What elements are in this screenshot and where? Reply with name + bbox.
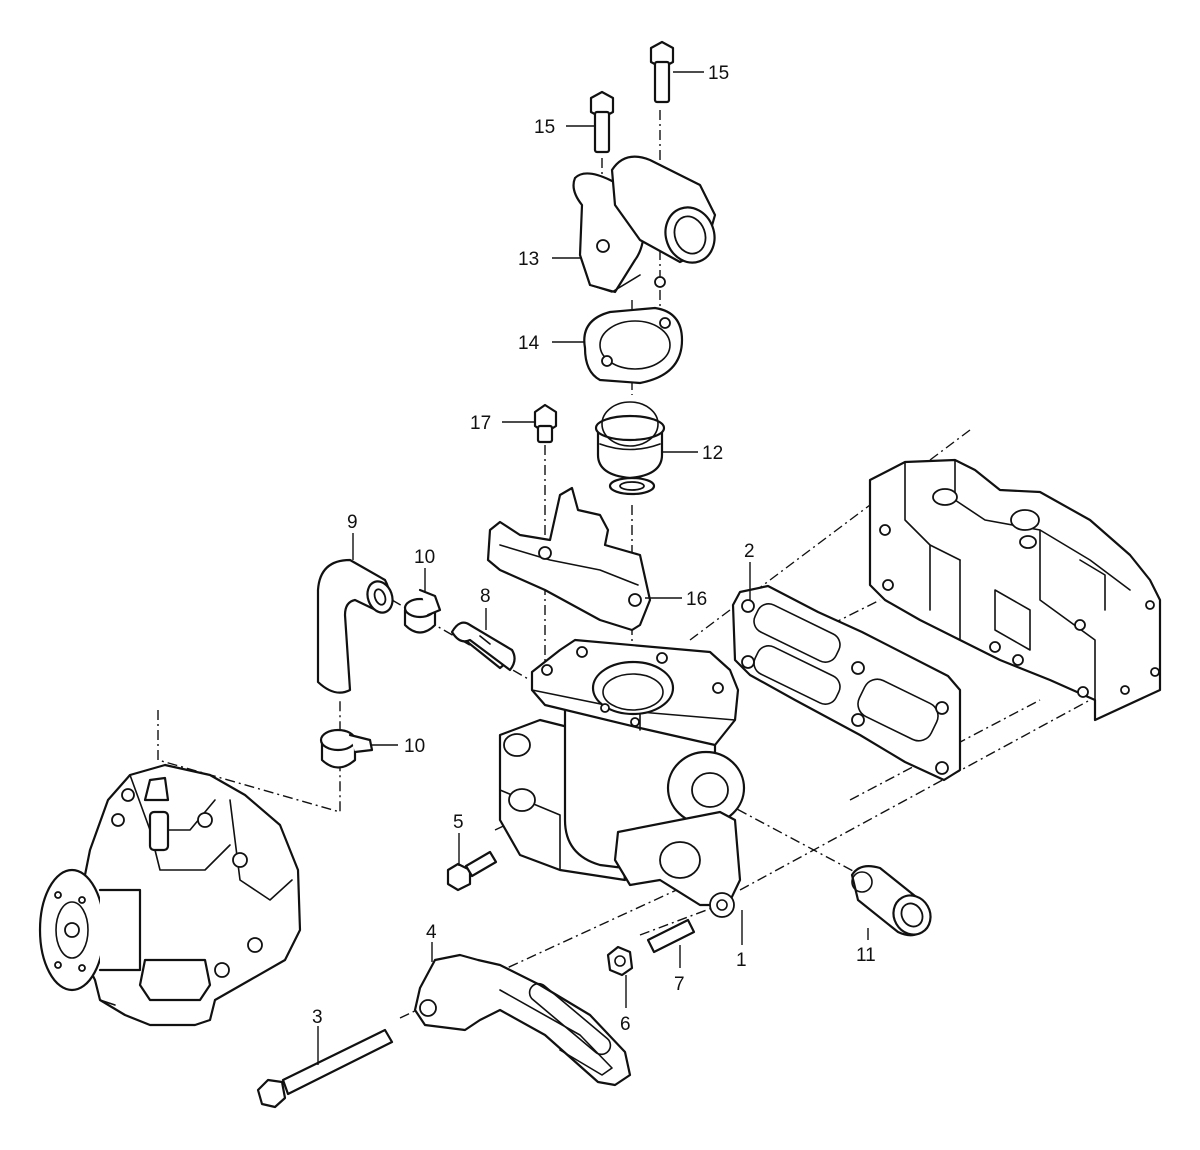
- callout-5: 5: [453, 812, 464, 833]
- pipe-11: [850, 865, 932, 937]
- thermostat-12: [594, 401, 666, 496]
- bolt-15-lower: [589, 90, 615, 154]
- bolt-17: [533, 403, 558, 444]
- nut-6: [606, 945, 634, 977]
- leader-lines: [317, 71, 869, 1065]
- bolt-3: [256, 1028, 394, 1109]
- callout-3: 3: [312, 1007, 323, 1028]
- adjusting-bracket-4: [413, 953, 632, 1087]
- callout-7: 7: [674, 974, 685, 995]
- stud-7: [646, 918, 696, 954]
- clamp-10-upper: [403, 588, 442, 634]
- bracket-16: [486, 486, 652, 632]
- callout-17: 17: [470, 413, 491, 434]
- callout-4: 4: [426, 922, 437, 943]
- callout-2: 2: [744, 541, 755, 562]
- thermostat-housing-body-1: [498, 638, 746, 918]
- hose-9: [316, 558, 394, 694]
- water-outlet-13: [572, 155, 717, 294]
- water-pump: [38, 763, 302, 1027]
- callout-6: 6: [620, 1014, 631, 1035]
- callout-10-upper: 10: [414, 547, 435, 568]
- bolt-5: [446, 850, 498, 892]
- callout-9: 9: [347, 512, 358, 533]
- gasket-2: [731, 584, 962, 782]
- callout-16: 16: [686, 589, 707, 610]
- callout-11: 11: [856, 945, 876, 966]
- callout-10-lower: 10: [404, 736, 425, 757]
- callout-1: 1: [736, 950, 747, 971]
- bolt-15-upper: [649, 40, 675, 104]
- callout-15-upper: 15: [708, 63, 729, 84]
- callout-14: 14: [518, 333, 540, 354]
- callout-13: 13: [518, 249, 539, 270]
- cylinder-head: [868, 458, 1162, 722]
- callout-12: 12: [702, 443, 723, 464]
- callout-labels: 1 2 3 4 5 6 7 8 9 10 10 11 12 13 14 15 1…: [312, 63, 876, 1035]
- callout-8: 8: [480, 586, 491, 607]
- clamp-10-lower: [319, 728, 374, 769]
- callout-15-lower: 15: [534, 117, 555, 138]
- gasket-14: [583, 306, 684, 385]
- pipe-8: [450, 621, 516, 672]
